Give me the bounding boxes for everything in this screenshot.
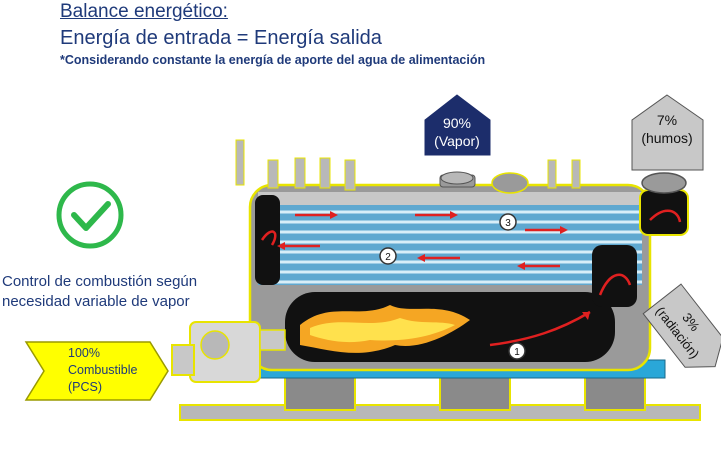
control-caption-line1: Control de combustión según bbox=[2, 273, 198, 290]
vapor-output-arrow: 90% (Vapor) bbox=[424, 94, 491, 156]
pass-marker-3-label: 3 bbox=[505, 218, 511, 229]
radiacion-output-arrow: 3% (radiación) bbox=[642, 283, 721, 368]
burner bbox=[171, 321, 286, 383]
vapor-pct: 90% bbox=[443, 115, 471, 131]
control-caption: Control de combustión según necesidad va… bbox=[2, 272, 242, 312]
humos-output-arrow: 7% (humos) bbox=[631, 94, 704, 171]
top-fittings bbox=[235, 139, 581, 194]
combustible-sub: (PCS) bbox=[68, 380, 102, 394]
humos-pct: 7% bbox=[657, 112, 677, 128]
pass-marker-2: 2 bbox=[379, 247, 397, 265]
rear-chamber bbox=[592, 245, 637, 307]
humos-label: (humos) bbox=[641, 130, 692, 146]
front-smokebox bbox=[255, 195, 280, 285]
pass-marker-2-label: 2 bbox=[385, 252, 391, 263]
combustible-pct: 100% bbox=[68, 346, 100, 360]
tube-bank bbox=[258, 210, 642, 284]
flue-outlet bbox=[639, 172, 689, 236]
flow-arrows bbox=[277, 211, 568, 270]
combustible-input-arrow: 100% Combustible (PCS) bbox=[24, 341, 169, 401]
furnace bbox=[285, 292, 615, 362]
pass-marker-1: 1 bbox=[508, 342, 526, 360]
page-title: Balance energético: bbox=[60, 1, 228, 22]
pass-marker-3: 3 bbox=[499, 213, 517, 231]
combustible-label: Combustible bbox=[68, 363, 138, 377]
page-subtitle: Energía de entrada = Energía salida bbox=[60, 27, 382, 49]
control-caption-line2: necesidad variable de vapor bbox=[2, 293, 190, 310]
check-circle-icon bbox=[56, 181, 124, 249]
vapor-label: (Vapor) bbox=[434, 133, 480, 149]
pass-marker-1-label: 1 bbox=[514, 347, 520, 358]
title-block: Balance energético: Energía de entrada =… bbox=[60, 0, 485, 68]
footnote: *Considerando constante la energía de ap… bbox=[60, 53, 486, 67]
